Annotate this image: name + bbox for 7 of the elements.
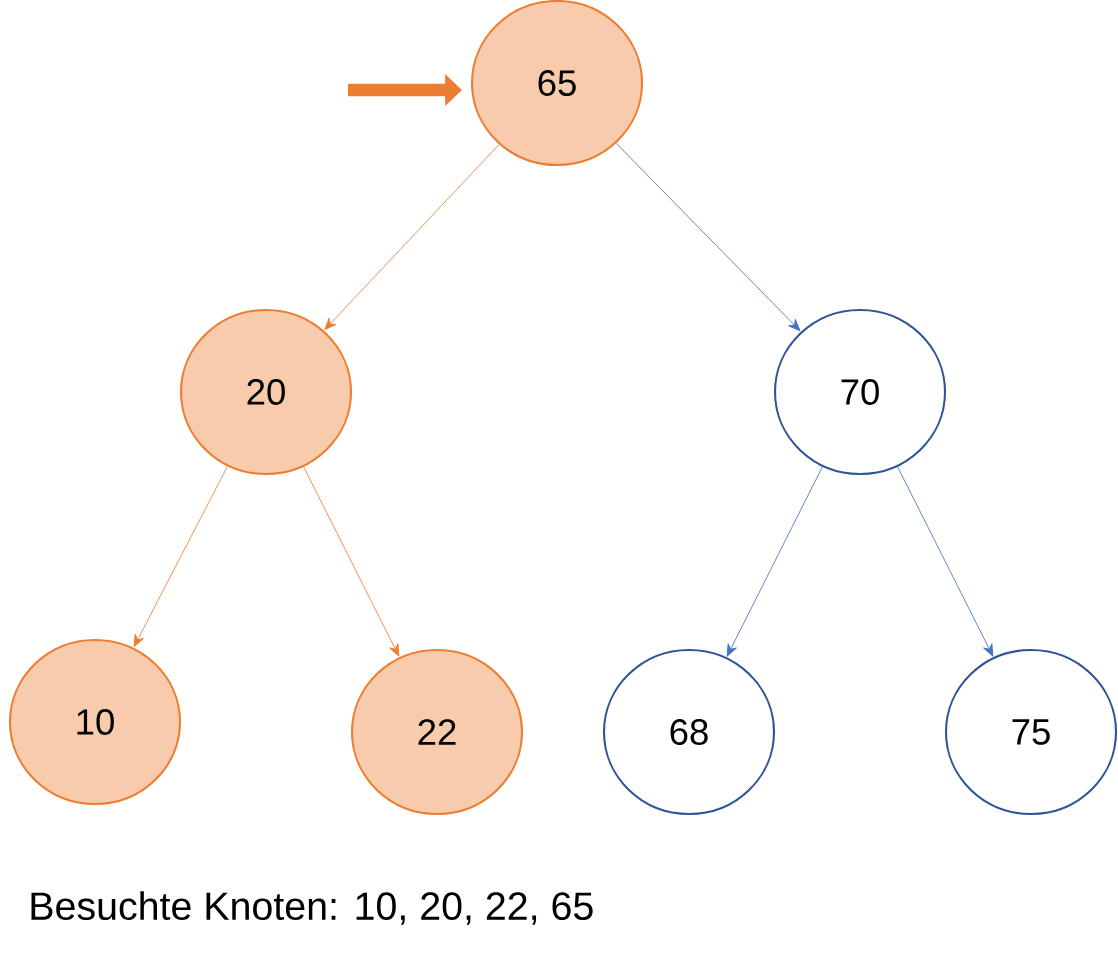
arrow bbox=[726, 466, 823, 657]
arrow bbox=[324, 144, 500, 331]
arrow bbox=[615, 142, 801, 332]
arrow bbox=[897, 466, 994, 657]
caption-text: Besuchte Knoten: 10, 20, 22, 65 bbox=[31, 891, 593, 925]
arrow bbox=[133, 465, 228, 648]
arrow bbox=[303, 466, 400, 657]
